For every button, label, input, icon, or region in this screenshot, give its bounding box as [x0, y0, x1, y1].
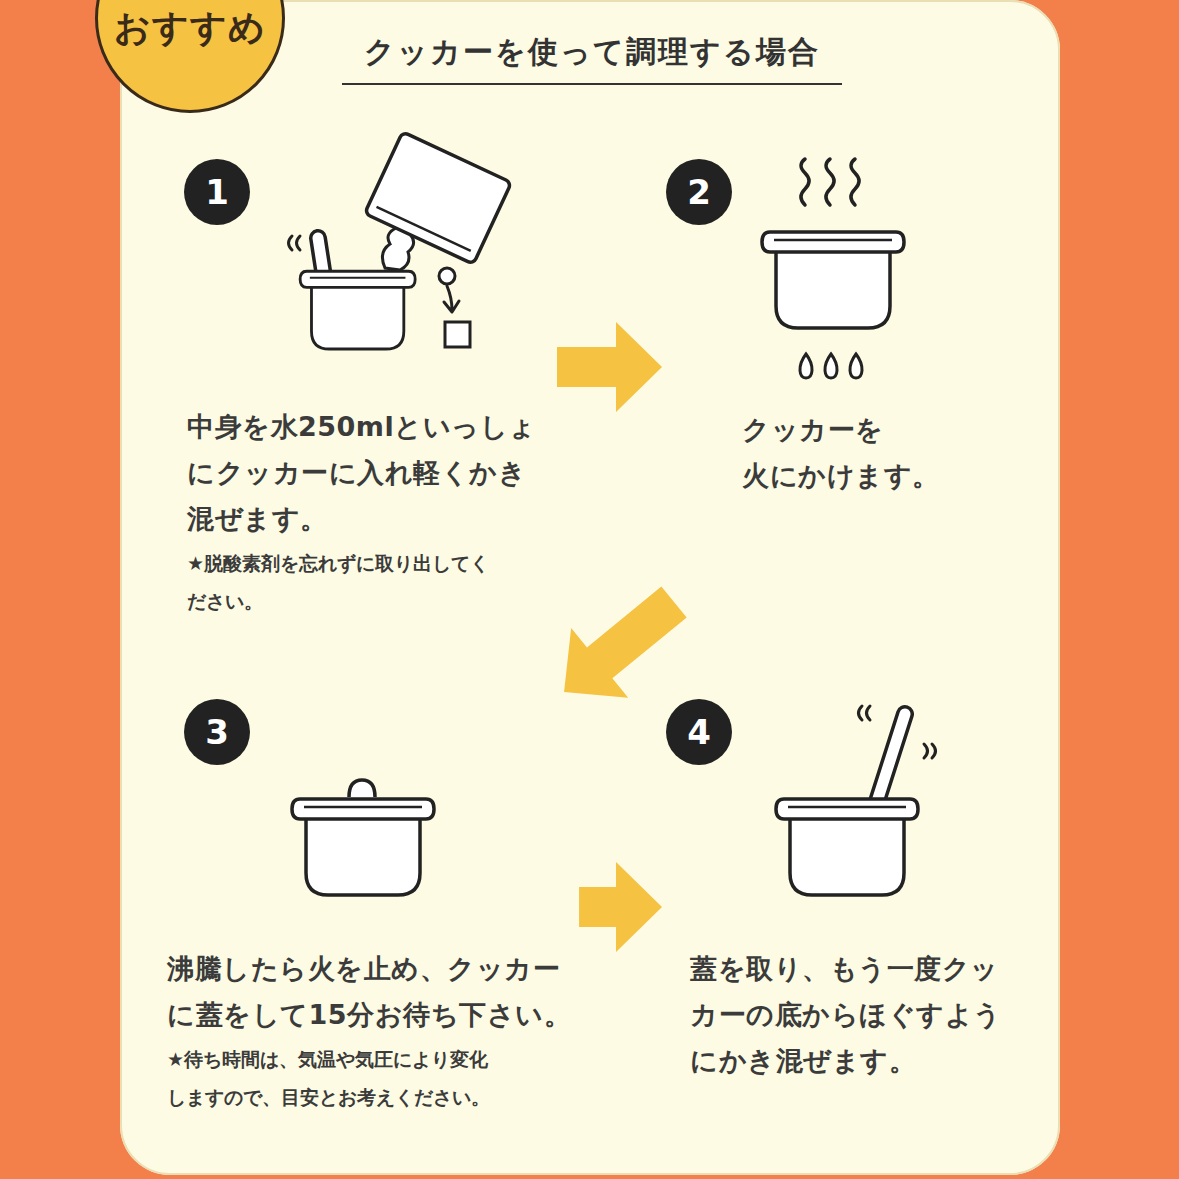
number-circle: 4 — [666, 699, 732, 765]
num-label: 2 — [687, 175, 711, 209]
flow-arrow — [579, 862, 662, 952]
step-text-block: 蓋を取り、もう一度クッ カーの底からほぐすよう にかき混ぜます。 — [690, 946, 1002, 1084]
number-circle: 2 — [666, 159, 732, 225]
flame-drops — [800, 354, 862, 378]
pouch-seal — [377, 207, 471, 251]
flow-arrow — [564, 587, 687, 698]
remove-arrow — [444, 286, 459, 312]
step-note: ★脱酸素剤を忘れずに取り出してく ださい。 — [187, 544, 537, 620]
step-group: 中身を水250mlといっしょ にクッカーに入れ軽くかき 混ぜます。★脱酸素剤を忘… — [167, 152, 557, 628]
panel: 中身を水250mlといっしょ にクッカーに入れ軽くかき 混ぜます。★脱酸素剤を忘… — [120, 0, 1060, 1175]
lid-handle — [349, 780, 375, 797]
step-text: 蓋を取り、もう一度クッ カーの底からほぐすよう にかき混ぜます。 — [690, 946, 1002, 1084]
motion-marks — [289, 236, 301, 250]
step-note: ★待ち時間は、気温や気圧により変化 しますので、目安とお考えください。 — [167, 1040, 571, 1116]
title: クッカーを使って調理する場合 — [342, 32, 842, 85]
num-label: 3 — [205, 715, 229, 749]
pouch — [365, 132, 512, 264]
step-text-block: 中身を水250mlといっしょ にクッカーに入れ軽くかき 混ぜます。★脱酸素剤を忘… — [187, 404, 537, 620]
step-text: クッカーを 火にかけます。 — [742, 407, 940, 499]
step-text-block: 沸騰したら火を止め、クッカー に蓋をして15分お待ち下さい。★待ち時間は、気温や… — [167, 946, 571, 1116]
flow-arrow — [557, 322, 662, 412]
absorber-drop — [439, 268, 455, 284]
oxygen-absorber — [445, 322, 470, 347]
cooker — [300, 271, 415, 349]
cooker — [292, 799, 434, 895]
cooker — [762, 232, 904, 328]
step-text-block: クッカーを 火にかけます。 — [742, 407, 940, 499]
number-circle: 3 — [184, 699, 250, 765]
step-group: 沸騰したら火を止め、クッカー に蓋をして15分お待ち下さい。★待ち時間は、気温や… — [162, 692, 579, 1124]
motion-marks — [859, 706, 936, 758]
number-circle: 1 — [184, 159, 250, 225]
num-label: 1 — [205, 175, 229, 209]
step-group: 蓋を取り、もう一度クッ カーの底からほぐすよう にかき混ぜます。 4 — [662, 692, 1042, 1092]
step-text: 沸騰したら火を止め、クッカー に蓋をして15分お待ち下さい。 — [167, 946, 571, 1038]
badge-label: おすすめ — [114, 4, 266, 53]
panel-ground — [120, 0, 1060, 1175]
steam — [801, 159, 859, 205]
step-group: クッカーを 火にかけます。 2 — [662, 152, 1042, 602]
step-text: 中身を水250mlといっしょ にクッカーに入れ軽くかき 混ぜます。 — [187, 404, 537, 542]
cooker — [776, 799, 918, 895]
badge-circle: おすすめ — [95, 0, 285, 113]
num-label: 4 — [687, 715, 711, 749]
pouch-body — [365, 132, 512, 264]
